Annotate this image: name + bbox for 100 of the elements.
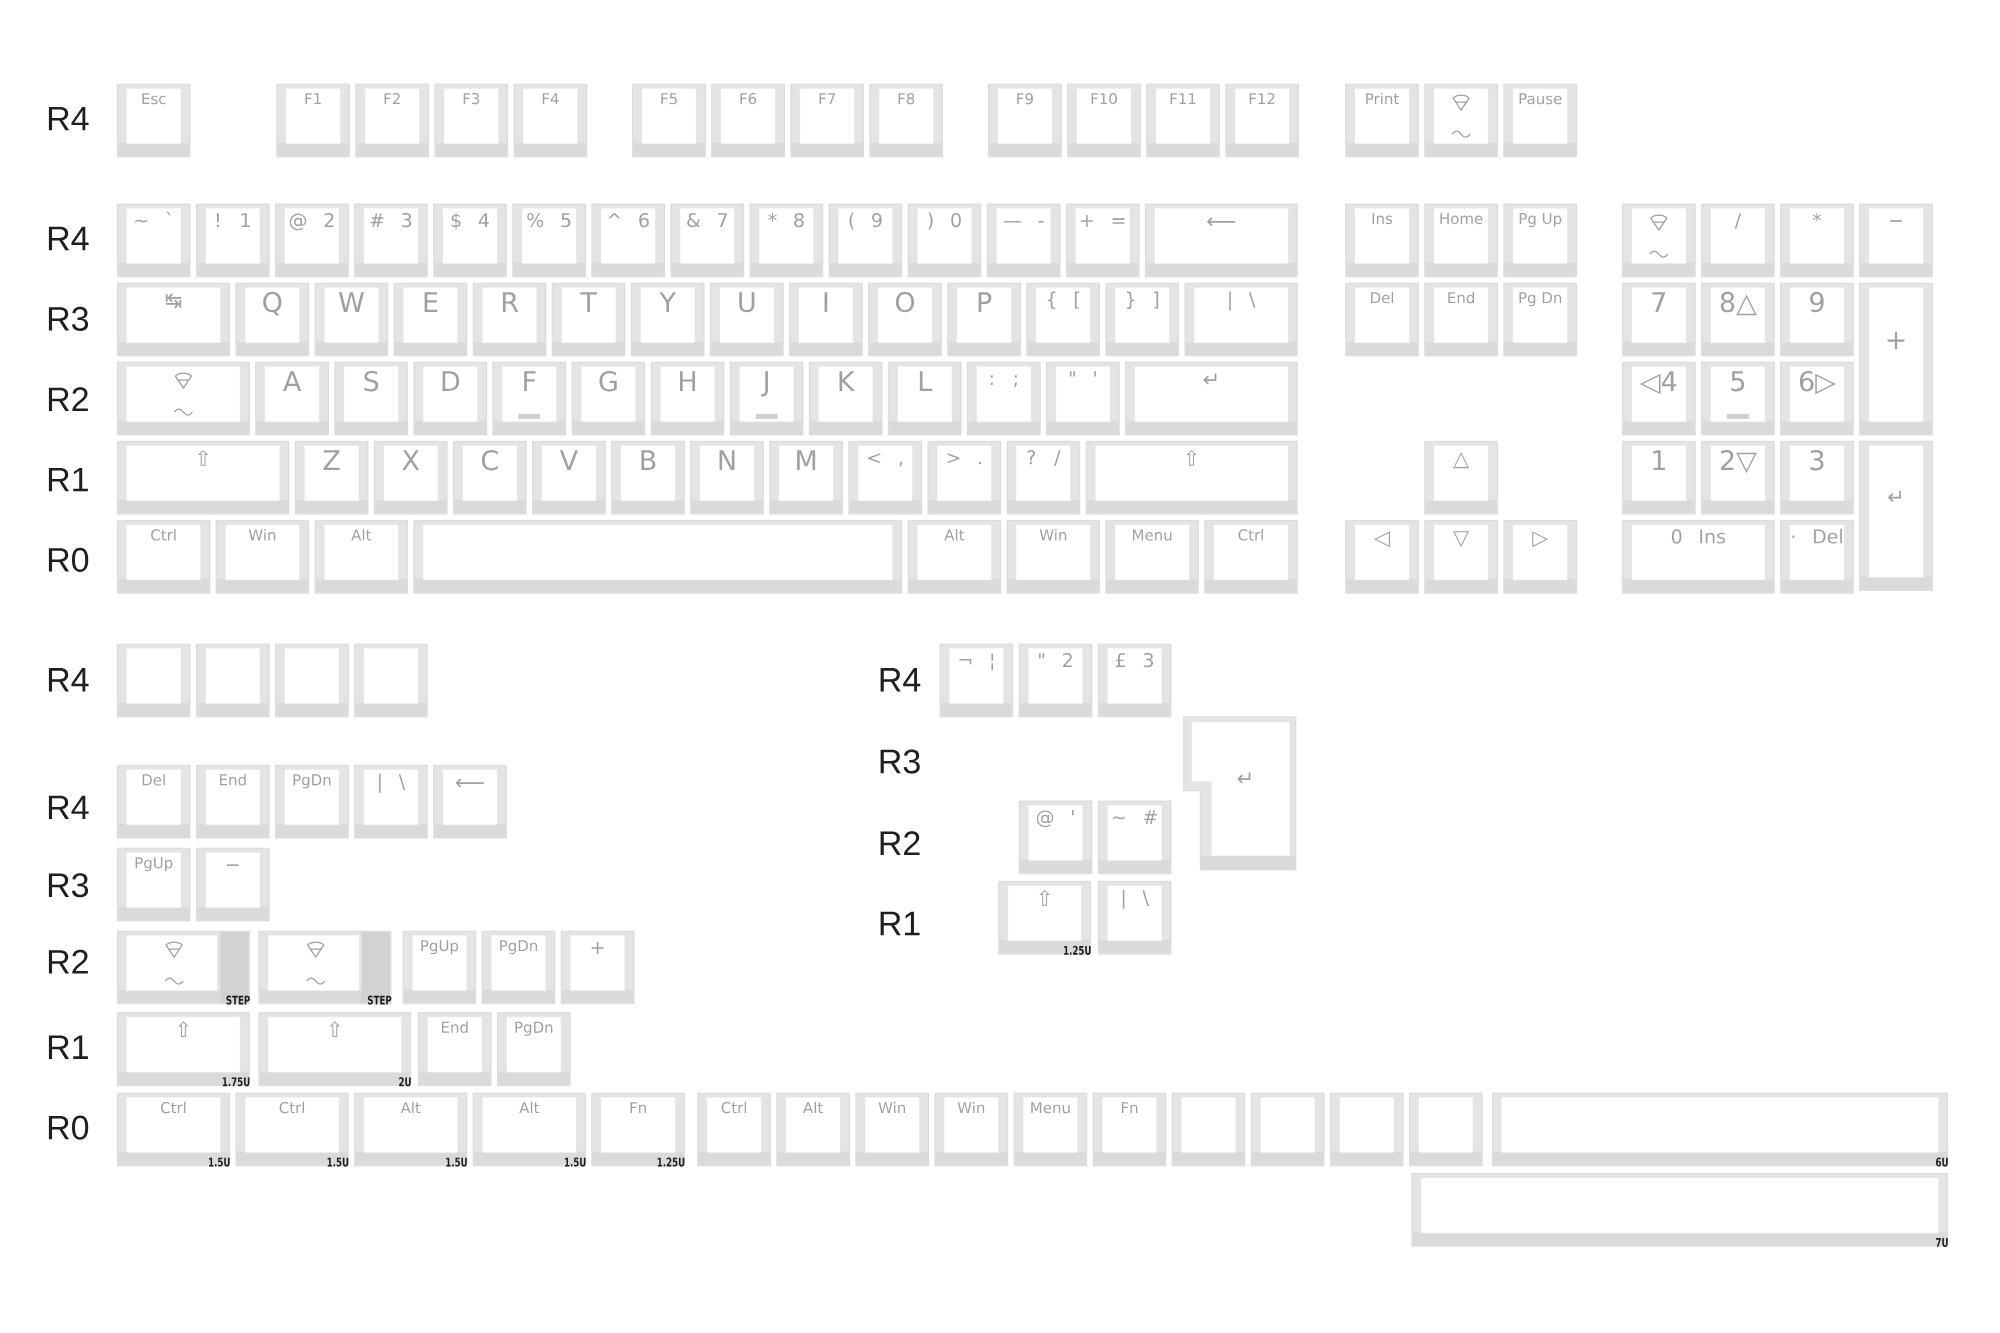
keycap: End [196, 764, 270, 839]
keycap: Home [1424, 203, 1498, 278]
keycap: − [196, 847, 270, 922]
keycap: F [492, 361, 567, 436]
keycap: £ 3 [1097, 643, 1172, 718]
keycap [413, 520, 903, 594]
keycap: | \ [1097, 880, 1172, 955]
keycap: N [690, 440, 764, 515]
keycap [1424, 83, 1498, 158]
keycap: ⟵ [1145, 203, 1298, 278]
size-label: 6U [1936, 1157, 1948, 1167]
keycap: < , [848, 440, 922, 515]
keycap: F5 [632, 83, 706, 158]
keycap: X [373, 440, 448, 515]
keycap: Del [1345, 282, 1419, 357]
keycap: " ' [1046, 361, 1120, 436]
keycap: PgDn [275, 764, 349, 839]
row-label: R0 [48, 1115, 89, 1140]
size-label: STEP [368, 995, 392, 1005]
keycap: Esc [116, 83, 191, 158]
keycap: Win [1006, 520, 1100, 594]
keycap: ↵ [1125, 361, 1298, 436]
keycap: @ ' [1018, 800, 1093, 875]
row-label: R4 [880, 668, 921, 692]
keycap: End [1424, 282, 1498, 357]
keycap: F2 [355, 83, 429, 158]
keycap: I [789, 282, 863, 357]
keycap: End [417, 1012, 492, 1086]
keycap: Ctrl [116, 520, 211, 594]
keycap: Ctrl [1204, 520, 1298, 594]
keycap: Alt [907, 520, 1002, 594]
keycap: 6▷ [1780, 361, 1854, 436]
row-label: R3 [880, 749, 920, 774]
size-label: 7U [1936, 1238, 1948, 1247]
keycap: R [472, 282, 547, 357]
keycap: Menu [1013, 1092, 1088, 1167]
keycap: Pg Up [1503, 203, 1577, 278]
keycap: { [ [1026, 282, 1100, 357]
keycap: ⇧ [116, 440, 290, 515]
keycap: W [314, 282, 389, 357]
keycap: ↹ [117, 282, 230, 357]
size-label: 1.5U [446, 1157, 467, 1167]
row-label: R3 [48, 873, 89, 898]
keycap: Win [934, 1092, 1009, 1167]
keycap: Pause [1503, 83, 1577, 158]
keycap: H [650, 361, 725, 436]
keycap: ~ ` [116, 203, 191, 278]
keycap: ◁4 [1622, 361, 1696, 436]
keycap: E [393, 282, 468, 357]
keycap: · Del [1780, 520, 1854, 594]
keycap: P [947, 282, 1021, 357]
keycap: * 8 [749, 203, 824, 278]
keycap: F4 [513, 83, 588, 158]
keycap: ⟵ [433, 764, 507, 839]
keycap: 2▽ [1701, 440, 1775, 515]
keycap: ! 1 [196, 203, 270, 278]
size-label: 1.5U [564, 1157, 586, 1167]
keycap: 1 [1622, 440, 1696, 515]
keycap: Fn [1092, 1092, 1167, 1167]
keycap: " 2 [1018, 643, 1093, 718]
keycap: Win [215, 520, 310, 594]
keycap: ↵ [1859, 440, 1933, 591]
keycap: & 7 [670, 203, 745, 278]
keycap [1622, 203, 1696, 278]
keycap: O [868, 282, 942, 357]
keycap: 8△ [1701, 282, 1775, 357]
keycap: 3 [1780, 440, 1854, 515]
size-label: 1.75U [222, 1077, 250, 1087]
keycap: A [255, 361, 329, 436]
keycap: + = [1065, 203, 1140, 278]
keycap [354, 643, 428, 718]
keycap: T [551, 282, 626, 357]
keycap: ¬ ¦ [939, 643, 1014, 718]
keycap: # 3 [354, 203, 428, 278]
size-label: 1.25U [1064, 945, 1091, 955]
keycap: PgUp [116, 847, 191, 922]
keycap: * [1780, 203, 1854, 278]
keycap: ~ # [1097, 800, 1172, 875]
row-label: R4 [48, 226, 89, 251]
keycap: Print [1345, 83, 1419, 158]
keycap: Y [630, 282, 705, 357]
keycap: PgDn [481, 930, 556, 1005]
row-label: R2 [48, 949, 88, 974]
row-label: R4 [48, 795, 89, 820]
keycap: 5 [1701, 361, 1775, 436]
size-label: 1.5U [209, 1157, 230, 1167]
keycap: Alt [776, 1092, 850, 1167]
keycap [196, 643, 270, 718]
row-label: R1 [48, 1035, 88, 1059]
keycap: 0 Ins [1622, 520, 1775, 594]
keycap: F7 [790, 83, 864, 158]
size-label: 2U [399, 1077, 411, 1087]
keycap: 9 [1780, 282, 1854, 357]
keycap: F6 [711, 83, 785, 158]
keycap [1250, 1092, 1325, 1167]
keycap: C [453, 440, 527, 515]
size-label: 1.5U [327, 1157, 349, 1167]
keycap [275, 643, 349, 718]
keycap: PgUp [402, 930, 477, 1005]
keycap [116, 643, 191, 718]
